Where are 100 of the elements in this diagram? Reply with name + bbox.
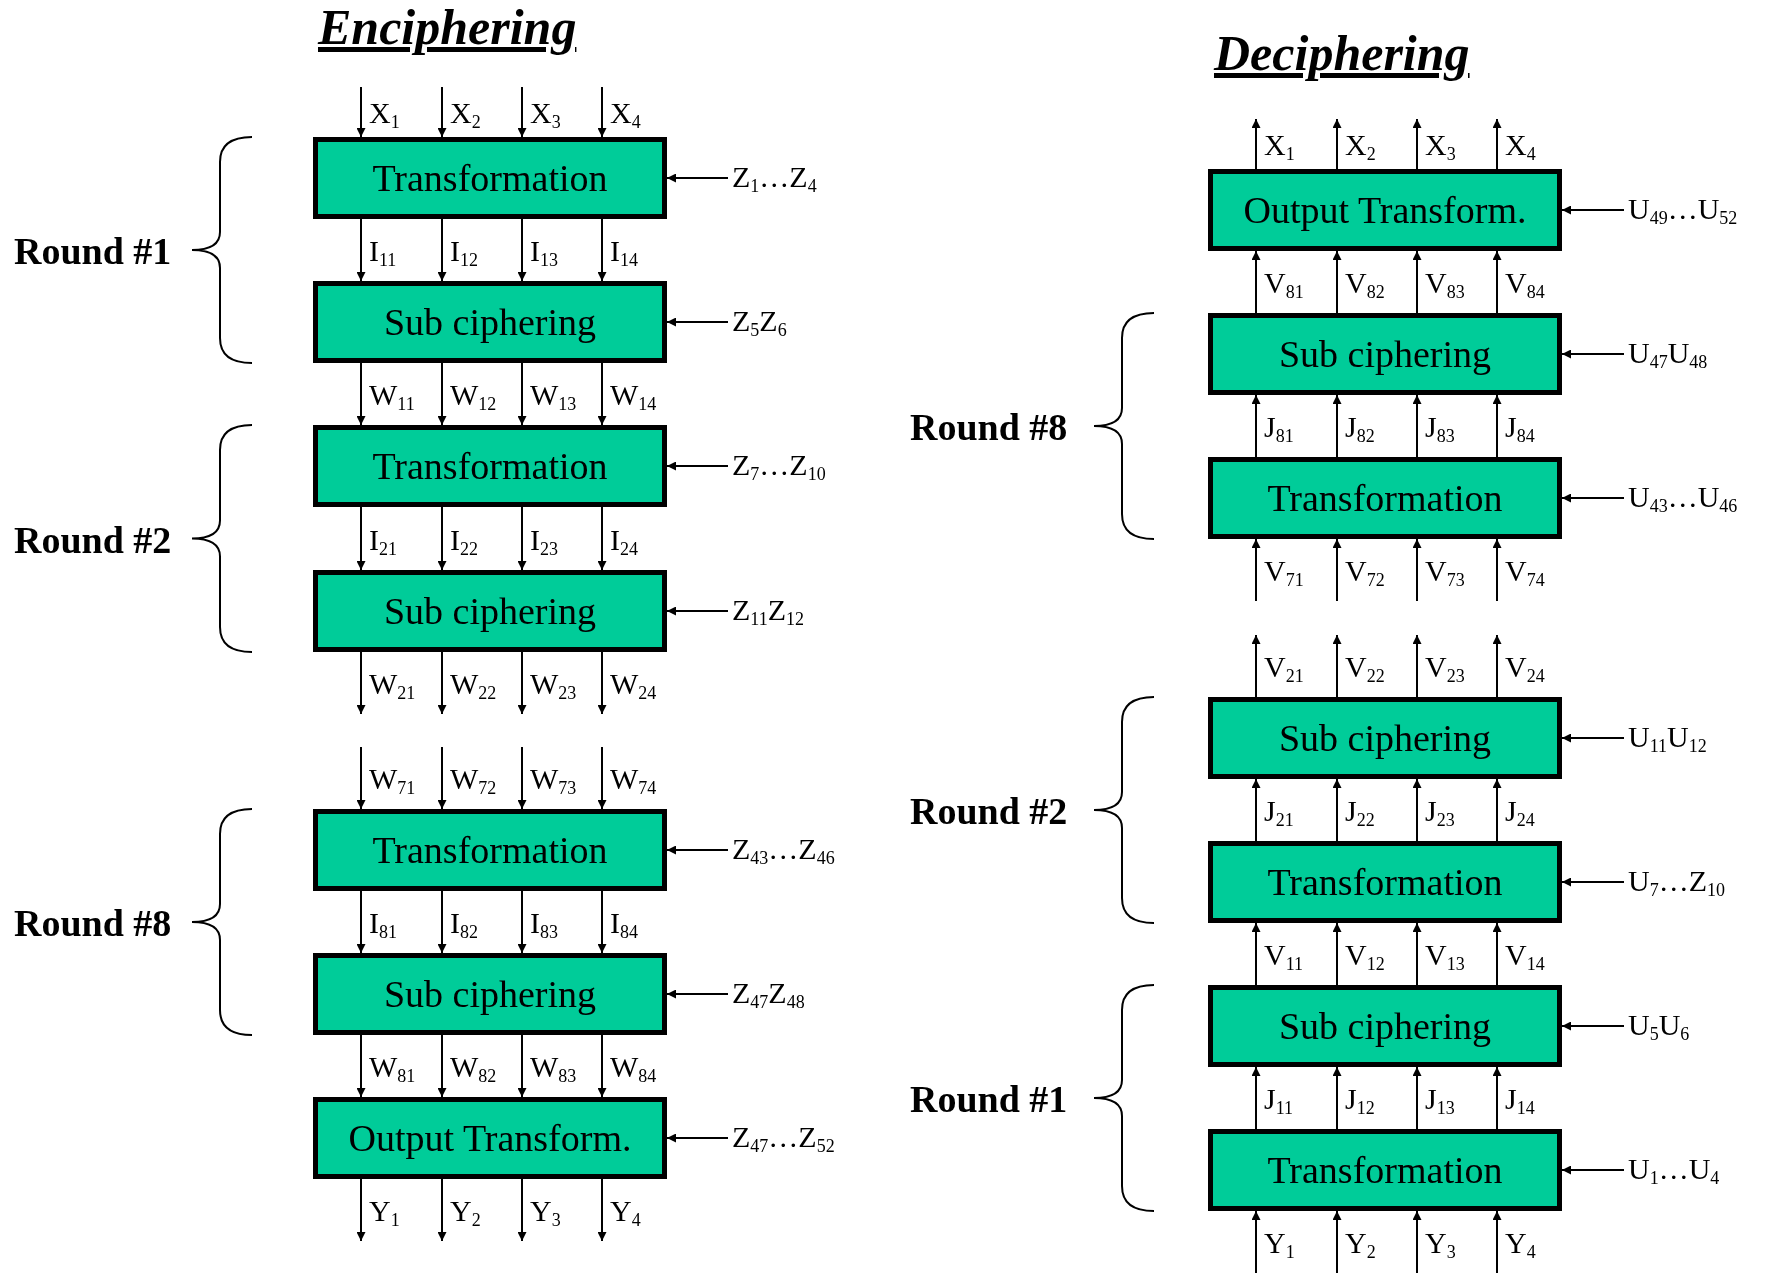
arrow	[517, 218, 527, 282]
arrow	[1251, 778, 1261, 842]
edge-label: J$_{81}$	[1264, 412, 1294, 442]
arrow	[517, 506, 527, 571]
arrow	[1412, 394, 1422, 458]
edge-label: W$_{13}$	[530, 380, 577, 410]
edge-label: V$_{84}$	[1505, 268, 1545, 298]
arrow	[517, 1178, 527, 1242]
edge-label: V$_{73}$	[1425, 556, 1465, 586]
edge-label: V$_{14}$	[1505, 940, 1545, 970]
arrow	[1251, 394, 1261, 458]
edge-label: V$_{23}$	[1425, 652, 1465, 682]
edge-label: J$_{82}$	[1345, 412, 1375, 442]
edge-label: I$_{13}$	[530, 236, 558, 266]
arrow	[1332, 394, 1342, 458]
edge-label: J$_{84}$	[1505, 412, 1535, 442]
arrow	[1561, 205, 1625, 215]
arrow	[1492, 1066, 1502, 1130]
arrow	[1561, 1021, 1625, 1031]
edge-label: V$_{11}$	[1264, 940, 1303, 970]
arrow	[517, 1034, 527, 1098]
round-label: Round #1	[14, 232, 172, 270]
arrow	[1332, 922, 1342, 986]
arrow	[1332, 1066, 1342, 1130]
arrow	[437, 890, 447, 954]
arrow	[437, 1178, 447, 1242]
edge-label: I$_{83}$	[530, 908, 558, 938]
key-label: Z$_{5}$Z$_{6}$	[732, 306, 787, 336]
arrow	[1332, 118, 1342, 170]
arrow	[356, 506, 366, 571]
edge-label: J$_{21}$	[1264, 796, 1294, 826]
arrow	[1251, 538, 1261, 602]
edge-label: Y$_{1}$	[1264, 1228, 1295, 1258]
arrow	[597, 1178, 607, 1242]
round-label: Round #2	[910, 792, 1068, 830]
arrow	[517, 746, 527, 810]
edge-label: W$_{82}$	[450, 1052, 497, 1082]
round-label: Round #8	[910, 408, 1068, 446]
key-label: U$_{7}$…Z$_{10}$	[1628, 866, 1725, 896]
process-box: Sub ciphering	[313, 281, 667, 363]
edge-label: Y$_{2}$	[1345, 1228, 1376, 1258]
edge-label: I$_{21}$	[369, 524, 397, 555]
arrow	[437, 506, 447, 571]
edge-label: W$_{24}$	[610, 669, 657, 699]
edge-label: W$_{83}$	[530, 1052, 577, 1082]
arrow	[1332, 634, 1342, 698]
edge-label: W$_{71}$	[369, 764, 416, 794]
edge-label: V$_{21}$	[1264, 652, 1304, 682]
arrow	[1251, 1066, 1261, 1130]
edge-label: X$_{3}$	[1425, 130, 1456, 160]
edge-label: I$_{24}$	[610, 524, 638, 555]
edge-label: I$_{22}$	[450, 524, 478, 555]
edge-label: W$_{74}$	[610, 764, 657, 794]
edge-label: X$_{2}$	[450, 98, 481, 128]
arrow	[666, 317, 729, 327]
arrow	[437, 651, 447, 715]
arrow	[356, 362, 366, 426]
key-label: Z$_{7}$…Z$_{10}$	[732, 450, 826, 480]
edge-label: J$_{13}$	[1425, 1084, 1455, 1114]
arrow	[1332, 538, 1342, 602]
edge-label: W$_{11}$	[369, 380, 415, 410]
arrow	[1492, 922, 1502, 986]
key-label: U$_{5}$U$_{6}$	[1628, 1010, 1690, 1040]
arrow	[597, 218, 607, 282]
edge-label: J$_{14}$	[1505, 1084, 1535, 1114]
arrow	[1412, 538, 1422, 602]
key-label: Z$_{43}$…Z$_{46}$	[732, 834, 835, 864]
arrow	[666, 461, 729, 471]
arrow	[597, 362, 607, 426]
edge-label: I$_{11}$	[369, 236, 397, 266]
process-box: Transformation	[1208, 457, 1562, 539]
edge-label: V$_{83}$	[1425, 268, 1465, 298]
arrow	[1412, 634, 1422, 698]
edge-label: W$_{81}$	[369, 1052, 416, 1082]
edge-label: V$_{81}$	[1264, 268, 1304, 298]
edge-label: Y$_{3}$	[1425, 1228, 1456, 1258]
edge-label: Y$_{4}$	[1505, 1228, 1536, 1258]
round-label: Round #1	[910, 1080, 1068, 1118]
edge-label: J$_{12}$	[1345, 1084, 1375, 1114]
edge-label: Y$_{1}$	[369, 1196, 400, 1226]
arrow	[1561, 733, 1625, 743]
edge-label: Y$_{4}$	[610, 1196, 641, 1226]
arrow	[437, 218, 447, 282]
edge-label: Y$_{2}$	[450, 1196, 481, 1226]
key-label: Z$_{47}$Z$_{48}$	[732, 978, 805, 1008]
arrow	[1492, 1210, 1502, 1274]
edge-label: I$_{82}$	[450, 908, 478, 938]
arrow	[1492, 250, 1502, 314]
process-box: Transformation	[1208, 841, 1562, 923]
arrow	[597, 1034, 607, 1098]
arrow	[517, 362, 527, 426]
arrow	[1561, 1165, 1625, 1175]
process-box: Sub ciphering	[313, 953, 667, 1035]
arrow	[517, 890, 527, 954]
edge-label: X$_{1}$	[1264, 130, 1295, 160]
process-box: Sub ciphering	[1208, 985, 1562, 1067]
key-label: U$_{1}$…U$_{4}$	[1628, 1154, 1720, 1184]
process-box: Transformation	[1208, 1129, 1562, 1211]
arrow	[356, 746, 366, 810]
edge-label: I$_{14}$	[610, 236, 638, 266]
